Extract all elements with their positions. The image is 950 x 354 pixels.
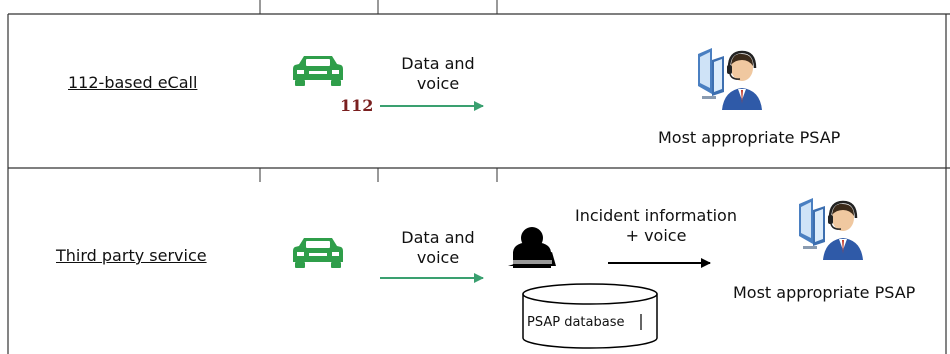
destination-label: Most appropriate PSAP <box>733 283 916 302</box>
transmission-label: Data and voice <box>401 54 475 93</box>
code-112-label: 112 <box>340 96 374 115</box>
call-center-operator-icon <box>797 196 865 262</box>
service-agent-icon <box>508 227 556 268</box>
destination-label: Most appropriate PSAP <box>658 128 841 147</box>
row-label-third-party: Third party service <box>56 246 207 265</box>
call-center-operator-icon <box>696 46 764 112</box>
transmission-label: Data and voice <box>401 228 475 267</box>
row-label-ecall: 112-based eCall <box>68 73 198 92</box>
database-icon <box>522 283 658 349</box>
car-icon <box>293 56 343 86</box>
table-border <box>7 0 950 354</box>
relay-message-label: Incident information + voice <box>575 206 737 245</box>
database-label: PSAP database <box>527 315 625 330</box>
car-icon <box>293 238 343 268</box>
